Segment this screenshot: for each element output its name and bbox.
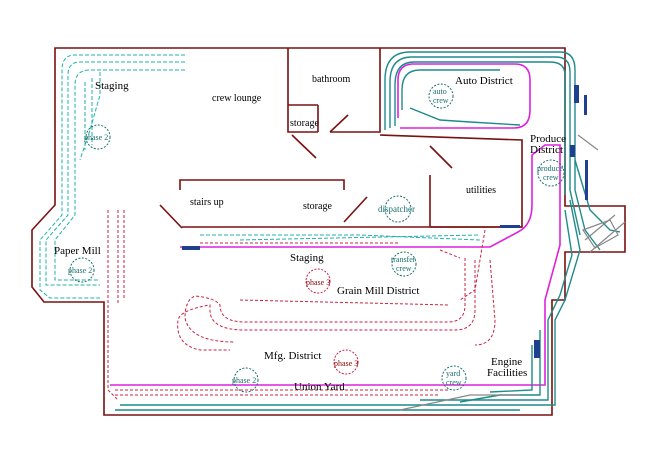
auto-district-label: Auto District	[455, 75, 513, 87]
yard-crew-text-1: yard	[446, 369, 460, 378]
district-labels: Staging Auto District Produce District P…	[54, 75, 566, 393]
outer-wall	[31, 47, 626, 416]
industry-engine	[534, 340, 540, 358]
industry-staging	[182, 246, 200, 250]
track-auto-2	[389, 56, 581, 236]
cyan-mid-2	[239, 234, 481, 241]
transfer-crew-circle	[391, 251, 417, 277]
stairs-walls	[179, 179, 345, 190]
paper-mill-label: Paper Mill	[54, 245, 101, 257]
phase3-b-circle	[333, 349, 359, 375]
cyan-top-route	[84, 78, 93, 150]
bathroom-label: bathroom	[312, 74, 351, 85]
phase2-top-circle	[85, 124, 111, 150]
industry-produce-2	[570, 145, 575, 157]
dashed-red-tracks	[107, 210, 496, 401]
yard-crew-text-2: crew	[446, 378, 462, 387]
produce-label-1: Produce	[530, 133, 566, 145]
industry-produce-1	[584, 95, 587, 115]
track-produce-3	[420, 209, 573, 401]
produce-crew-circle	[537, 159, 565, 187]
phase3-a-text: phase 3	[306, 278, 330, 287]
room-labels: bathroom crew lounge storage stairs up s…	[190, 74, 496, 212]
crossings	[399, 134, 626, 411]
staging-mid-label: Staging	[290, 252, 324, 264]
red-mfg	[239, 299, 451, 306]
track-produce-1	[574, 159, 621, 233]
red-grain-loop	[177, 260, 476, 351]
engine-label-2: Facilities	[487, 367, 527, 379]
grain-mill-label: Grain Mill District	[337, 285, 420, 297]
phase3-b-text: phase 3	[334, 359, 358, 368]
engine-label-1: Engine	[491, 356, 522, 368]
dispatcher-text: dispatcher	[378, 204, 415, 214]
produce-crew-text-2: crew	[543, 173, 559, 182]
walls	[31, 47, 626, 416]
crossing-1	[577, 134, 599, 151]
industries	[182, 85, 588, 358]
phase2-bottom-text: phase 2	[232, 376, 256, 385]
crossing-2	[582, 219, 619, 249]
red-grain-upper	[439, 229, 486, 301]
bathroom-door-1	[291, 134, 317, 159]
track-auto-1	[384, 51, 601, 251]
track-auto-3	[394, 61, 566, 195]
produce-label-2: District	[530, 144, 563, 156]
bathroom-door-2	[329, 114, 349, 133]
phase2-top-text: phase 2	[84, 133, 108, 142]
cyan-staging-top-1	[39, 54, 185, 299]
auto-crew-circle	[428, 83, 454, 109]
red-yard-curve	[474, 259, 496, 346]
dispatcher-circle	[384, 195, 412, 223]
auto-crew-text-2: crew	[433, 96, 449, 105]
transfer-crew-text-2: crew	[396, 264, 412, 273]
cyan-mid-1	[200, 234, 481, 241]
union-yard-label: Union Yard	[294, 381, 345, 393]
dashed-cyan-tracks	[39, 54, 481, 299]
phase2-bottom-circle	[233, 367, 259, 393]
track-auto-spur	[409, 107, 521, 126]
storage-top-label: storage	[290, 118, 319, 129]
phase2-left-text: phase 2	[68, 266, 92, 275]
industry-utilities	[500, 225, 520, 228]
magenta-lines	[110, 63, 561, 386]
crossing-3	[584, 214, 616, 241]
crossing-4	[589, 221, 626, 253]
staging-top-label: Staging	[95, 80, 129, 92]
crew-lounge-label: crew lounge	[212, 93, 262, 104]
track-auto-4	[401, 69, 500, 110]
phase3-a-circle	[305, 268, 331, 294]
phase-circles	[69, 83, 565, 393]
transfer-crew-text-1: transfer	[391, 255, 416, 264]
auto-crew-text-1: auto	[433, 87, 447, 96]
yard-crew-circle	[441, 365, 467, 391]
stairs-label: stairs up	[190, 197, 224, 208]
utilities-label: utilities	[466, 185, 496, 196]
red-paper-mill-1	[107, 210, 119, 401]
storage-mid-label: storage	[303, 201, 332, 212]
phase2-left-circle	[69, 257, 95, 283]
red-grain-loop-2	[184, 258, 466, 343]
stairs-door-right	[343, 196, 368, 223]
utilities-door	[429, 145, 453, 169]
cyan-staging-top-3	[54, 69, 185, 281]
industry-auto	[574, 85, 579, 103]
produce-crew-text-1: produce	[537, 164, 563, 173]
stairs-door-left	[159, 204, 183, 229]
track-engine-2	[489, 345, 533, 393]
mfg-label: Mfg. District	[264, 350, 321, 362]
magenta-main	[110, 144, 561, 386]
track-produce-2	[440, 199, 581, 406]
magenta-auto-loop	[397, 63, 531, 129]
phase-circle-labels: phase 2 phase 2 phase 2 phase 3 phase 3 …	[68, 87, 563, 387]
industry-produce-3	[585, 160, 588, 200]
bathroom-walls	[287, 48, 381, 133]
crossing-5	[399, 394, 520, 411]
